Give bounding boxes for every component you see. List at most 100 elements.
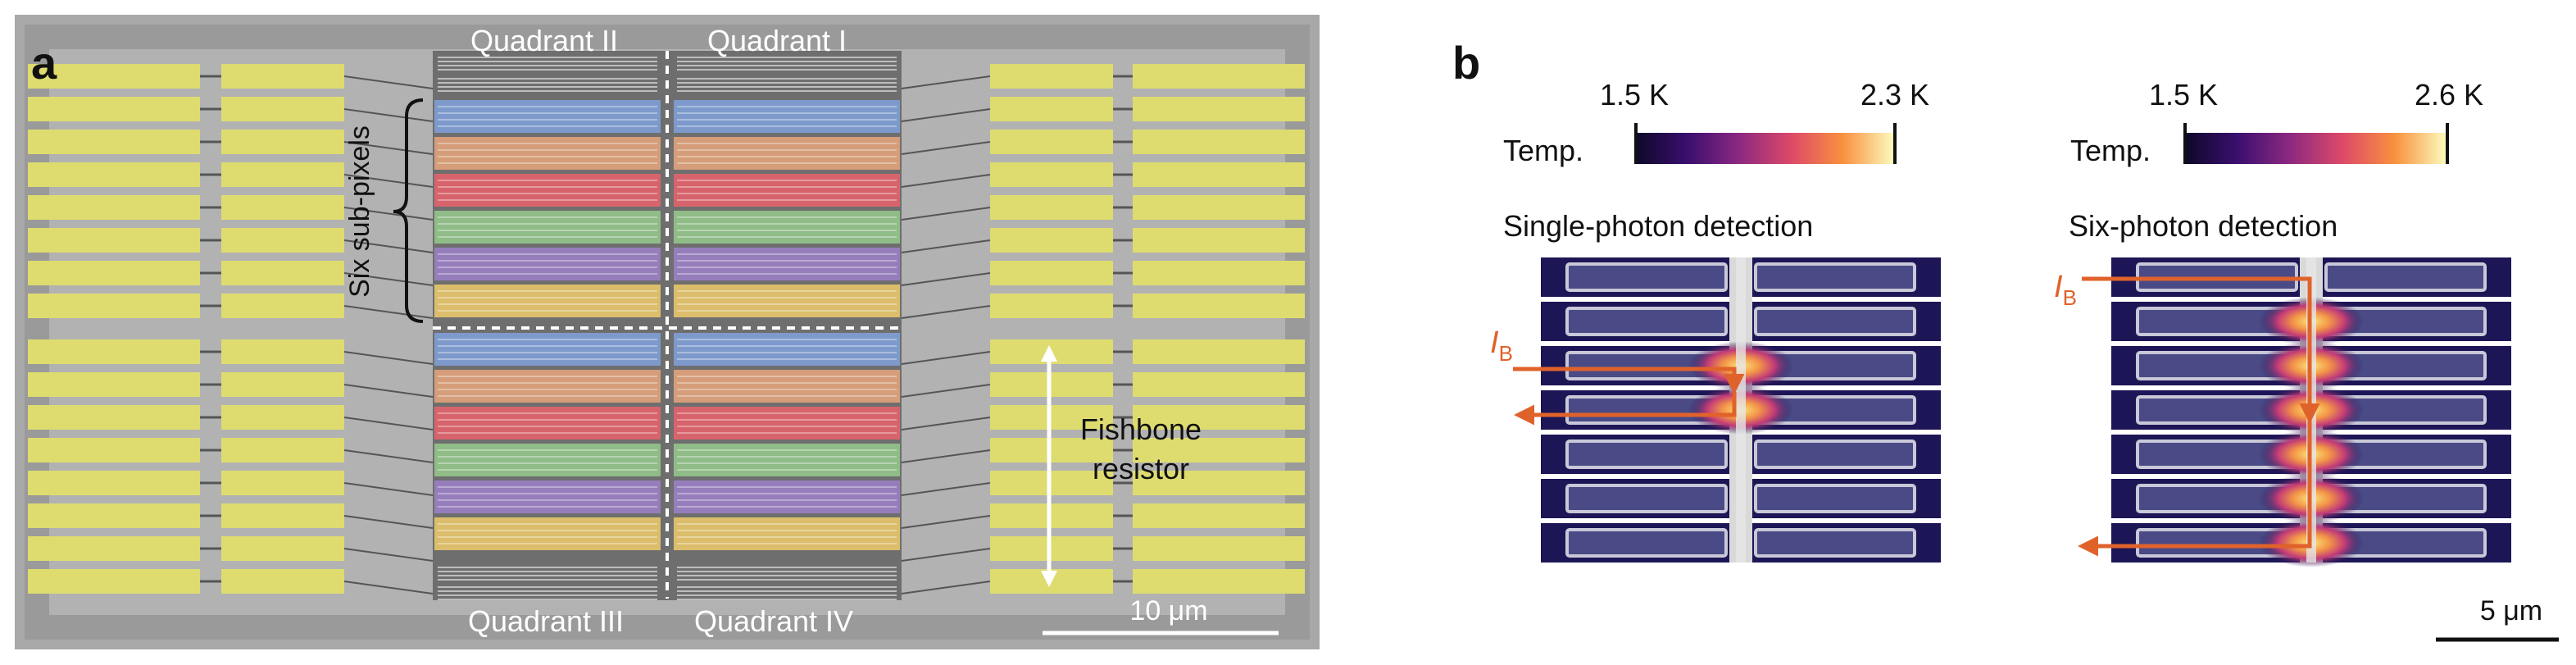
cbar-right-min: 1.5 K <box>2149 78 2218 112</box>
resistor-label-line2: resistor <box>1093 452 1189 485</box>
pad <box>990 536 1113 561</box>
pad <box>990 130 1113 154</box>
pixel-left <box>1565 440 1728 469</box>
quadrant-iv-label: Quadrant IV <box>694 604 853 638</box>
lead-wire <box>343 515 434 529</box>
pixel-left <box>1565 484 1728 513</box>
lead-wire <box>901 108 991 122</box>
subpixel-stripe <box>674 137 900 170</box>
subpixel-stripe <box>434 137 661 170</box>
pad <box>990 195 1113 220</box>
lead-wire <box>901 305 991 319</box>
pad <box>1133 97 1305 121</box>
resistor-label-line1: Fishbone <box>1080 412 1202 446</box>
lead-wire <box>901 75 991 89</box>
single-photon-map <box>1541 257 1941 563</box>
pad <box>221 64 344 89</box>
pad <box>28 569 200 594</box>
cbar-left-max: 2.3 K <box>1860 78 1929 112</box>
spine-core <box>1736 257 1746 563</box>
subpixel-stripe <box>434 481 661 513</box>
pad <box>1133 569 1305 594</box>
pad <box>221 228 344 253</box>
left-bias-arrow-in <box>1513 367 1745 394</box>
pad <box>28 261 200 285</box>
subpixel-stripe <box>434 444 661 476</box>
subpixel-stripes <box>434 57 900 600</box>
lead-wire <box>901 174 991 188</box>
lead-wire <box>343 207 434 221</box>
pixel-right <box>1754 484 1916 513</box>
subpixels-label: Six sub-pixels <box>344 125 375 298</box>
lead-wire <box>901 207 991 221</box>
pad <box>990 228 1113 253</box>
subpixel-stripe <box>434 248 661 280</box>
pad <box>990 339 1113 364</box>
lead-wire <box>901 449 991 463</box>
lead-wire <box>343 581 434 594</box>
lead-wire <box>901 548 991 562</box>
pixel-right <box>1754 307 1916 336</box>
pad <box>1133 405 1305 430</box>
cbar-right-max: 2.6 K <box>2415 78 2483 112</box>
pad <box>990 64 1113 89</box>
subpixel-stripe <box>434 333 661 366</box>
pad <box>990 97 1113 121</box>
lead-wire <box>343 384 434 398</box>
subpixel-stripe <box>674 174 900 207</box>
pad <box>28 228 200 253</box>
pad <box>28 64 200 89</box>
pad <box>1133 471 1305 495</box>
right-bias-arrow-in <box>2082 276 2320 424</box>
lead-wire <box>343 108 434 122</box>
subpixel-stripe <box>674 211 900 244</box>
right-sim-title: Six-photon detection <box>2069 209 2337 243</box>
left-sim-title: Single-photon detection <box>1503 209 1813 243</box>
pad <box>990 372 1113 397</box>
subpixel-stripe <box>674 407 900 440</box>
pad <box>990 162 1113 187</box>
cbar-left <box>1636 133 1895 164</box>
lead-wire <box>343 449 434 463</box>
pad <box>221 195 344 220</box>
scalebar-a-label: 10 μm <box>1129 595 1207 626</box>
subpixel-stripe <box>434 174 661 207</box>
pad <box>28 536 200 561</box>
pixel-left <box>1565 262 1728 292</box>
pixel-right <box>1754 262 1916 292</box>
pad <box>1133 372 1305 397</box>
lead-wire <box>343 417 434 430</box>
right-bias-label: IB <box>2054 270 2077 310</box>
lead-wire <box>343 305 434 319</box>
pad <box>221 405 344 430</box>
left-bias-label: IB <box>1490 326 1513 366</box>
pad <box>1133 64 1305 89</box>
lead-wire <box>901 384 991 398</box>
pad <box>1133 339 1305 364</box>
lead-wire <box>343 239 434 253</box>
pad <box>1133 503 1305 528</box>
pad <box>28 162 200 187</box>
lead-wire <box>343 351 434 365</box>
lead-wire <box>343 75 434 89</box>
pad <box>221 471 344 495</box>
pad <box>221 261 344 285</box>
pad <box>990 569 1113 594</box>
pad <box>28 294 200 318</box>
pad <box>1133 438 1305 462</box>
lead-wire <box>901 417 991 430</box>
lead-wire <box>901 351 991 365</box>
pixel-left <box>1565 307 1728 336</box>
pad <box>1133 261 1305 285</box>
pad <box>28 372 200 397</box>
pad <box>221 536 344 561</box>
pad <box>28 195 200 220</box>
subpixels-brace <box>393 98 424 323</box>
subpixel-stripe <box>674 370 900 403</box>
lead-wire <box>343 272 434 286</box>
quadrant-ii-label: Quadrant II <box>470 24 618 57</box>
pad <box>221 372 344 397</box>
lead-wire <box>901 141 991 155</box>
subpixel-stripe <box>434 517 661 550</box>
subpixel-stripe <box>674 481 900 513</box>
